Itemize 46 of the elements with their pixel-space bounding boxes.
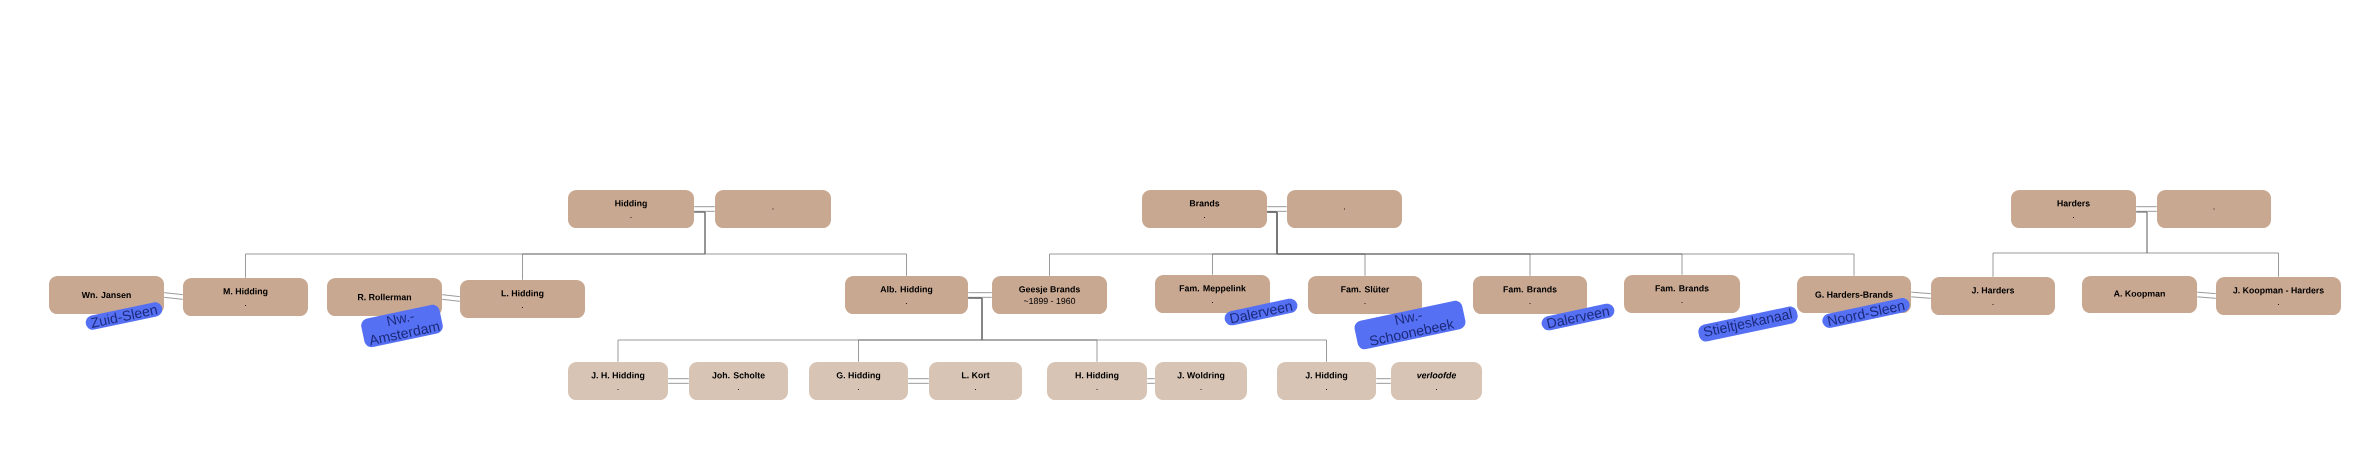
marriage-line	[1910, 291, 1932, 299]
marriage-line	[1375, 378, 1392, 384]
person-box: G. Hidding .	[809, 362, 908, 400]
place-tag: Dalerveen	[1541, 303, 1615, 331]
person-box: Fam. Brands .	[1473, 276, 1587, 314]
marriage-line	[2196, 291, 2217, 299]
person-box: J. Woldring .	[1155, 362, 1247, 400]
person-box: J. H. Hidding .	[568, 362, 668, 400]
person-box: L. Kort .	[929, 362, 1022, 400]
person-box: A. Koopman	[2082, 276, 2197, 313]
person-box: M. Hidding .	[183, 278, 308, 316]
descent-line	[2135, 211, 2279, 278]
person-box: J. Koopman - Harders .	[2216, 277, 2341, 315]
person-box: L. Hidding .	[460, 280, 585, 318]
person-box: Fam. Slüter .	[1308, 276, 1422, 314]
marriage-line	[667, 378, 690, 384]
marriage-line	[907, 378, 930, 384]
person-box: H. Hidding .	[1047, 362, 1147, 400]
person-box: .	[2157, 190, 2271, 228]
marriage-line	[967, 292, 993, 298]
marriage-line	[163, 292, 184, 300]
person-box: verloofde .	[1391, 362, 1482, 400]
descent-line	[1266, 211, 1855, 277]
person-box: Harders .	[2011, 190, 2136, 228]
person-box: J. Harders .	[1931, 277, 2055, 315]
descent-line	[967, 297, 1327, 363]
person-box: Brands .	[1142, 190, 1267, 228]
marriage-line	[1146, 378, 1156, 384]
person-box: Geesje Brands ~1899 - 1960	[992, 276, 1107, 314]
person-box: Joh. Scholte .	[689, 362, 788, 400]
person-box: R. Rollerman	[327, 278, 442, 316]
place-tag: Nw.-Amsterdam	[361, 304, 443, 348]
person-box: J. Hidding .	[1277, 362, 1376, 400]
person-box: Alb. Hidding .	[845, 276, 968, 314]
place-tag: Zuid-Sleen	[85, 302, 163, 330]
marriage-line	[2135, 206, 2158, 212]
place-tag: Noord-Sleen	[1822, 298, 1910, 328]
marriage-line	[693, 206, 716, 212]
person-box: .	[1287, 190, 1402, 228]
person-box: Hidding .	[568, 190, 694, 228]
marriage-line	[1266, 206, 1288, 212]
marriage-line	[441, 294, 461, 302]
place-tag: Dalerveen	[1224, 298, 1298, 326]
person-box: .	[715, 190, 831, 228]
descent-line	[693, 211, 907, 277]
person-box: Fam. Brands .	[1624, 275, 1740, 313]
